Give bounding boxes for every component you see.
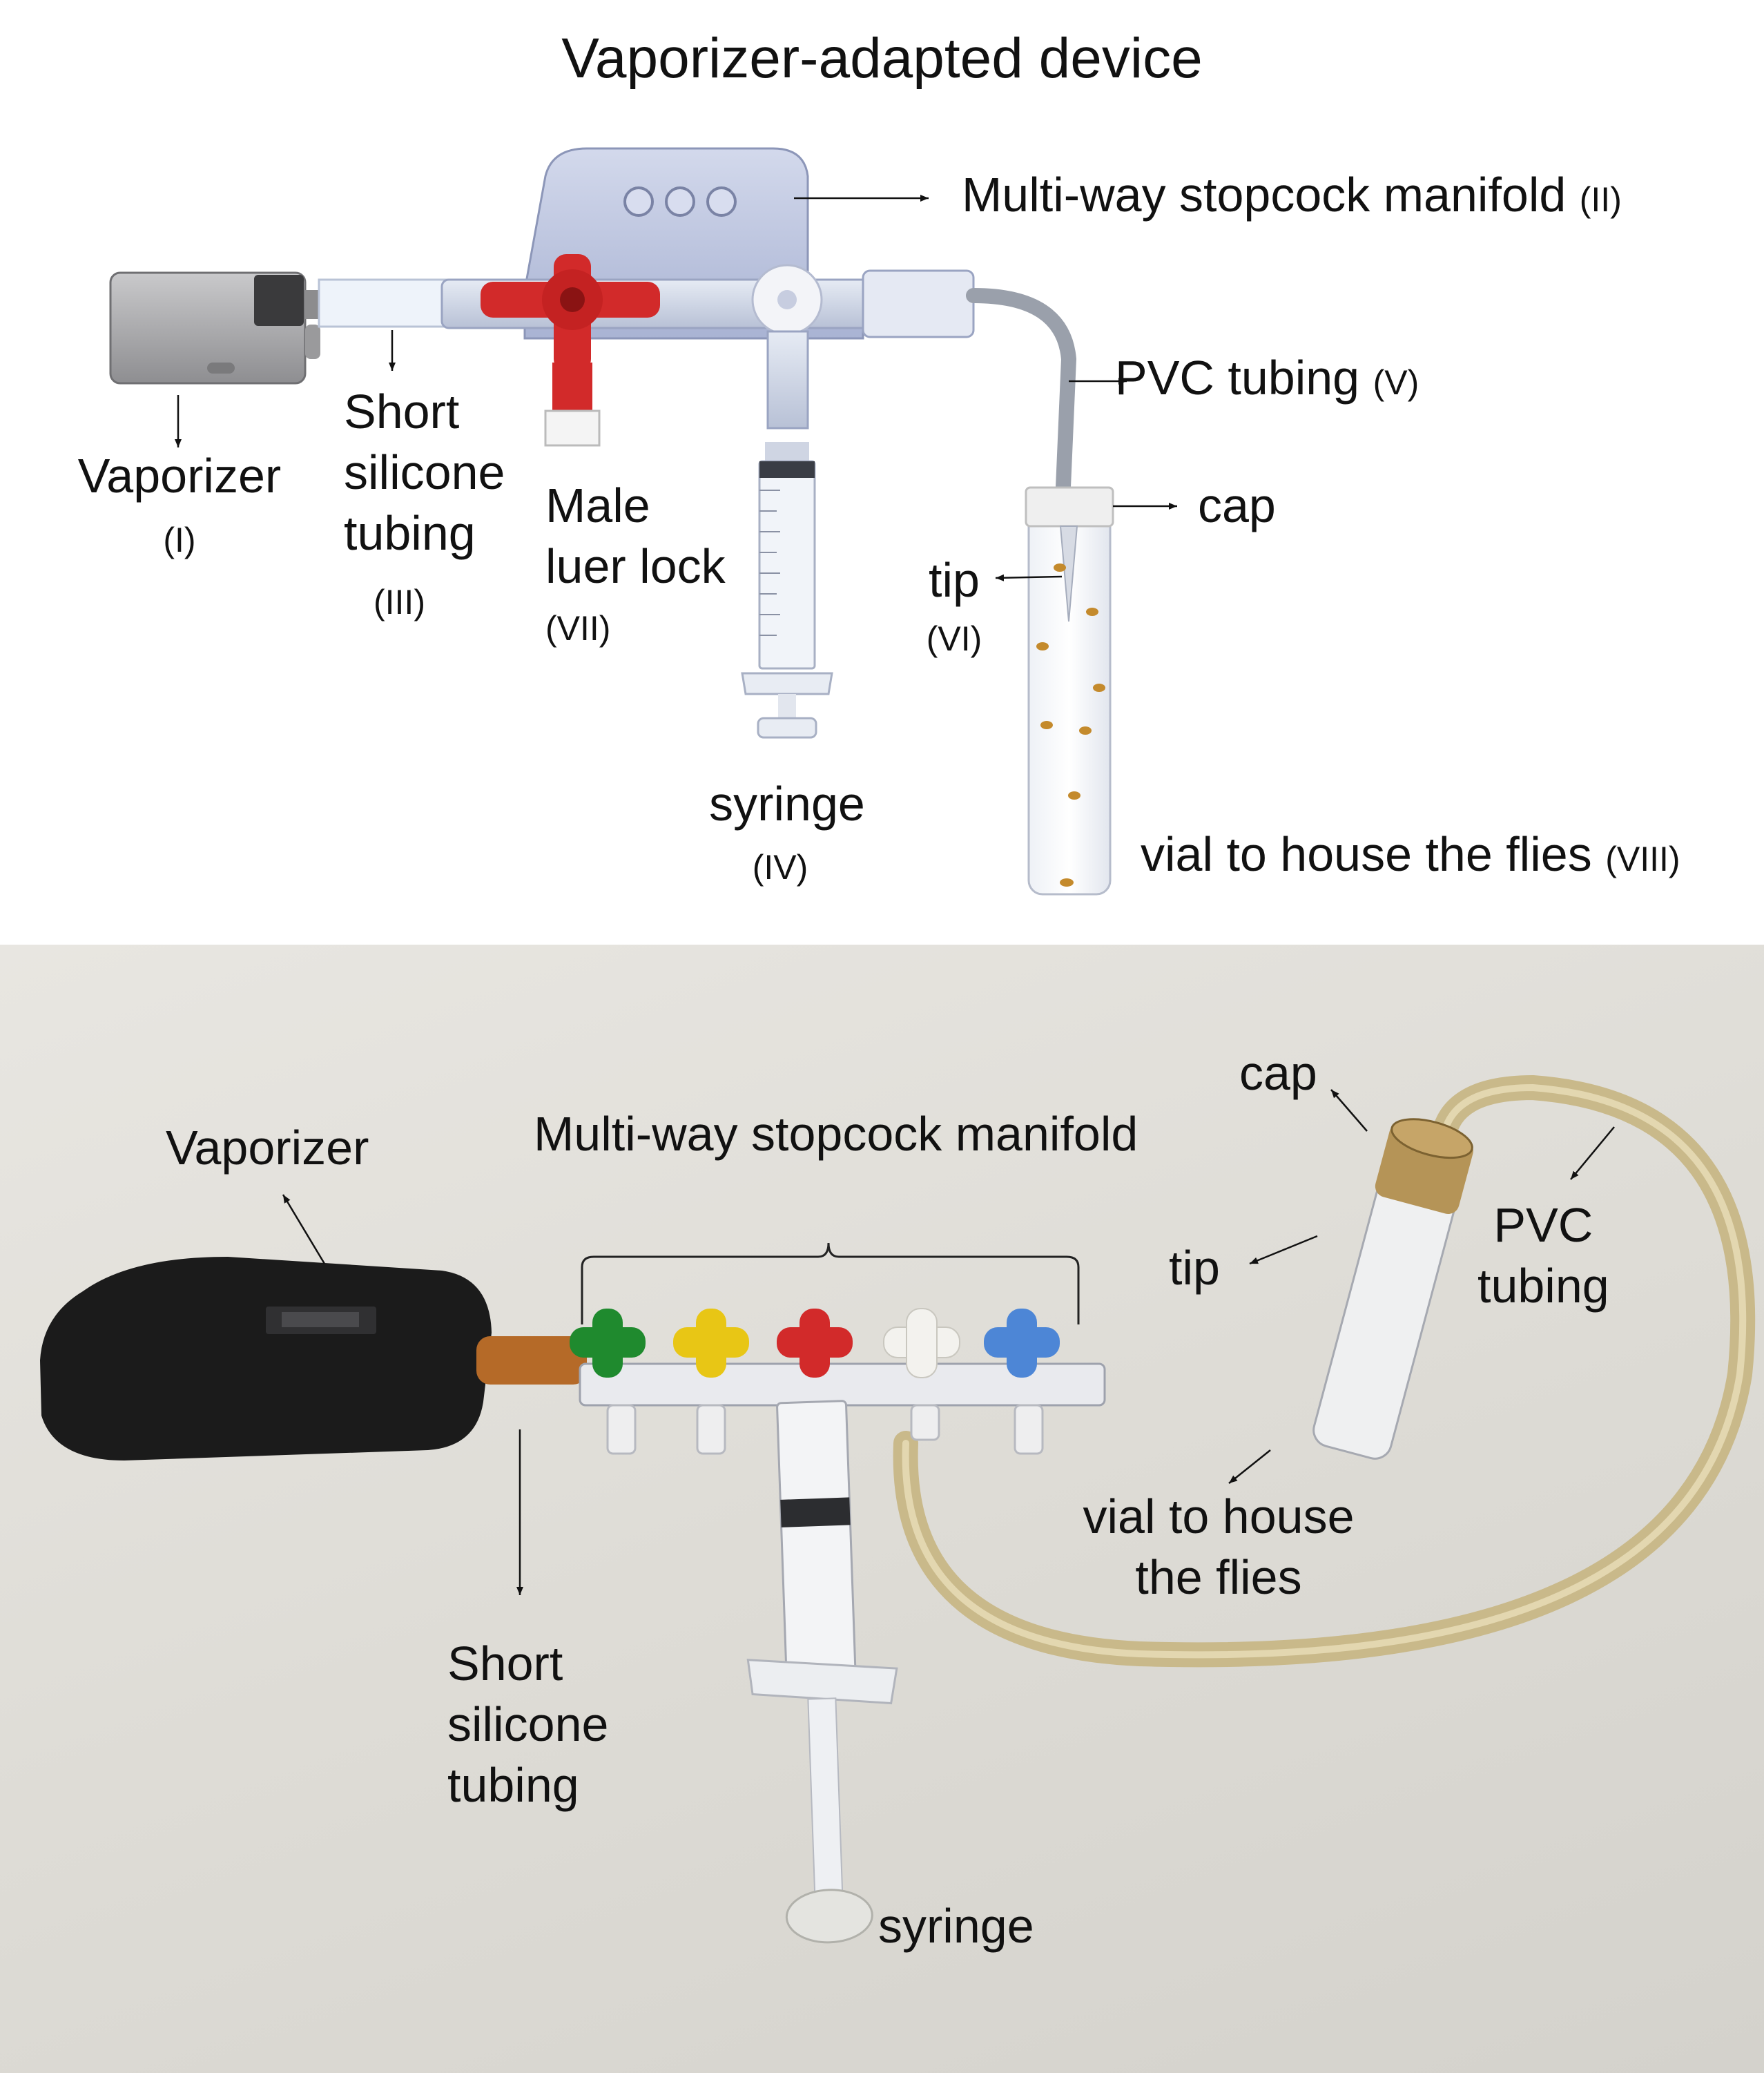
photo-tip-label: tip [1169, 1241, 1220, 1295]
photo-vaporizer-label: Vaporizer [166, 1121, 369, 1175]
schematic-arrows [175, 195, 1177, 581]
tip-label: tip [929, 553, 980, 607]
vial-label: vial to house the flies (VIII) [1141, 827, 1680, 881]
luer-lock-number: (VII) [545, 609, 611, 648]
photo-silicone-label: Short silicone tubing [447, 1637, 609, 1812]
tip-number: (VI) [926, 619, 982, 658]
photo-pvc-label: PVC tubing [1477, 1198, 1609, 1313]
photo-manifold [570, 1308, 1106, 1455]
pvc-tubing [966, 288, 1077, 494]
manifold-bracket [581, 1242, 1080, 1324]
luer-lock-label: Male luer lock [545, 479, 726, 593]
photo-vaporizer [40, 1257, 492, 1460]
photo-vial [1312, 1118, 1473, 1460]
photo-silicone-tubing [476, 1336, 587, 1385]
photo-cap-label: cap [1239, 1046, 1317, 1100]
photo-arrows [282, 1089, 1615, 1595]
manifold-label: Multi-way stopcock manifold (II) [962, 168, 1622, 222]
photo-vial-label: vial to house the flies [1083, 1489, 1355, 1604]
silicone-tubing-number: (III) [374, 583, 425, 621]
fly-vial [1025, 486, 1114, 896]
figure-title: Vaporizer-adapted device [561, 27, 1203, 90]
cap-label: cap [1198, 479, 1276, 532]
stopcock-manifold [440, 147, 975, 447]
vaporizer-number: (I) [163, 521, 196, 559]
syringe-device [741, 442, 833, 739]
silicone-tubing [318, 278, 458, 328]
silicone-tubing-label: Short silicone tubing [344, 385, 505, 560]
syringe-number: (IV) [752, 848, 808, 887]
photo-syringe [746, 1400, 898, 1944]
pvc-tubing-label: PVC tubing (V) [1115, 351, 1419, 405]
photo-manifold-label: Multi-way stopcock manifold [534, 1107, 1138, 1161]
vaporizer-device [109, 271, 320, 385]
syringe-label: syringe [709, 777, 865, 831]
photo-panel [0, 945, 1764, 2073]
photo-syringe-label: syringe [878, 1899, 1034, 1953]
vaporizer-label: Vaporizer [77, 449, 282, 503]
